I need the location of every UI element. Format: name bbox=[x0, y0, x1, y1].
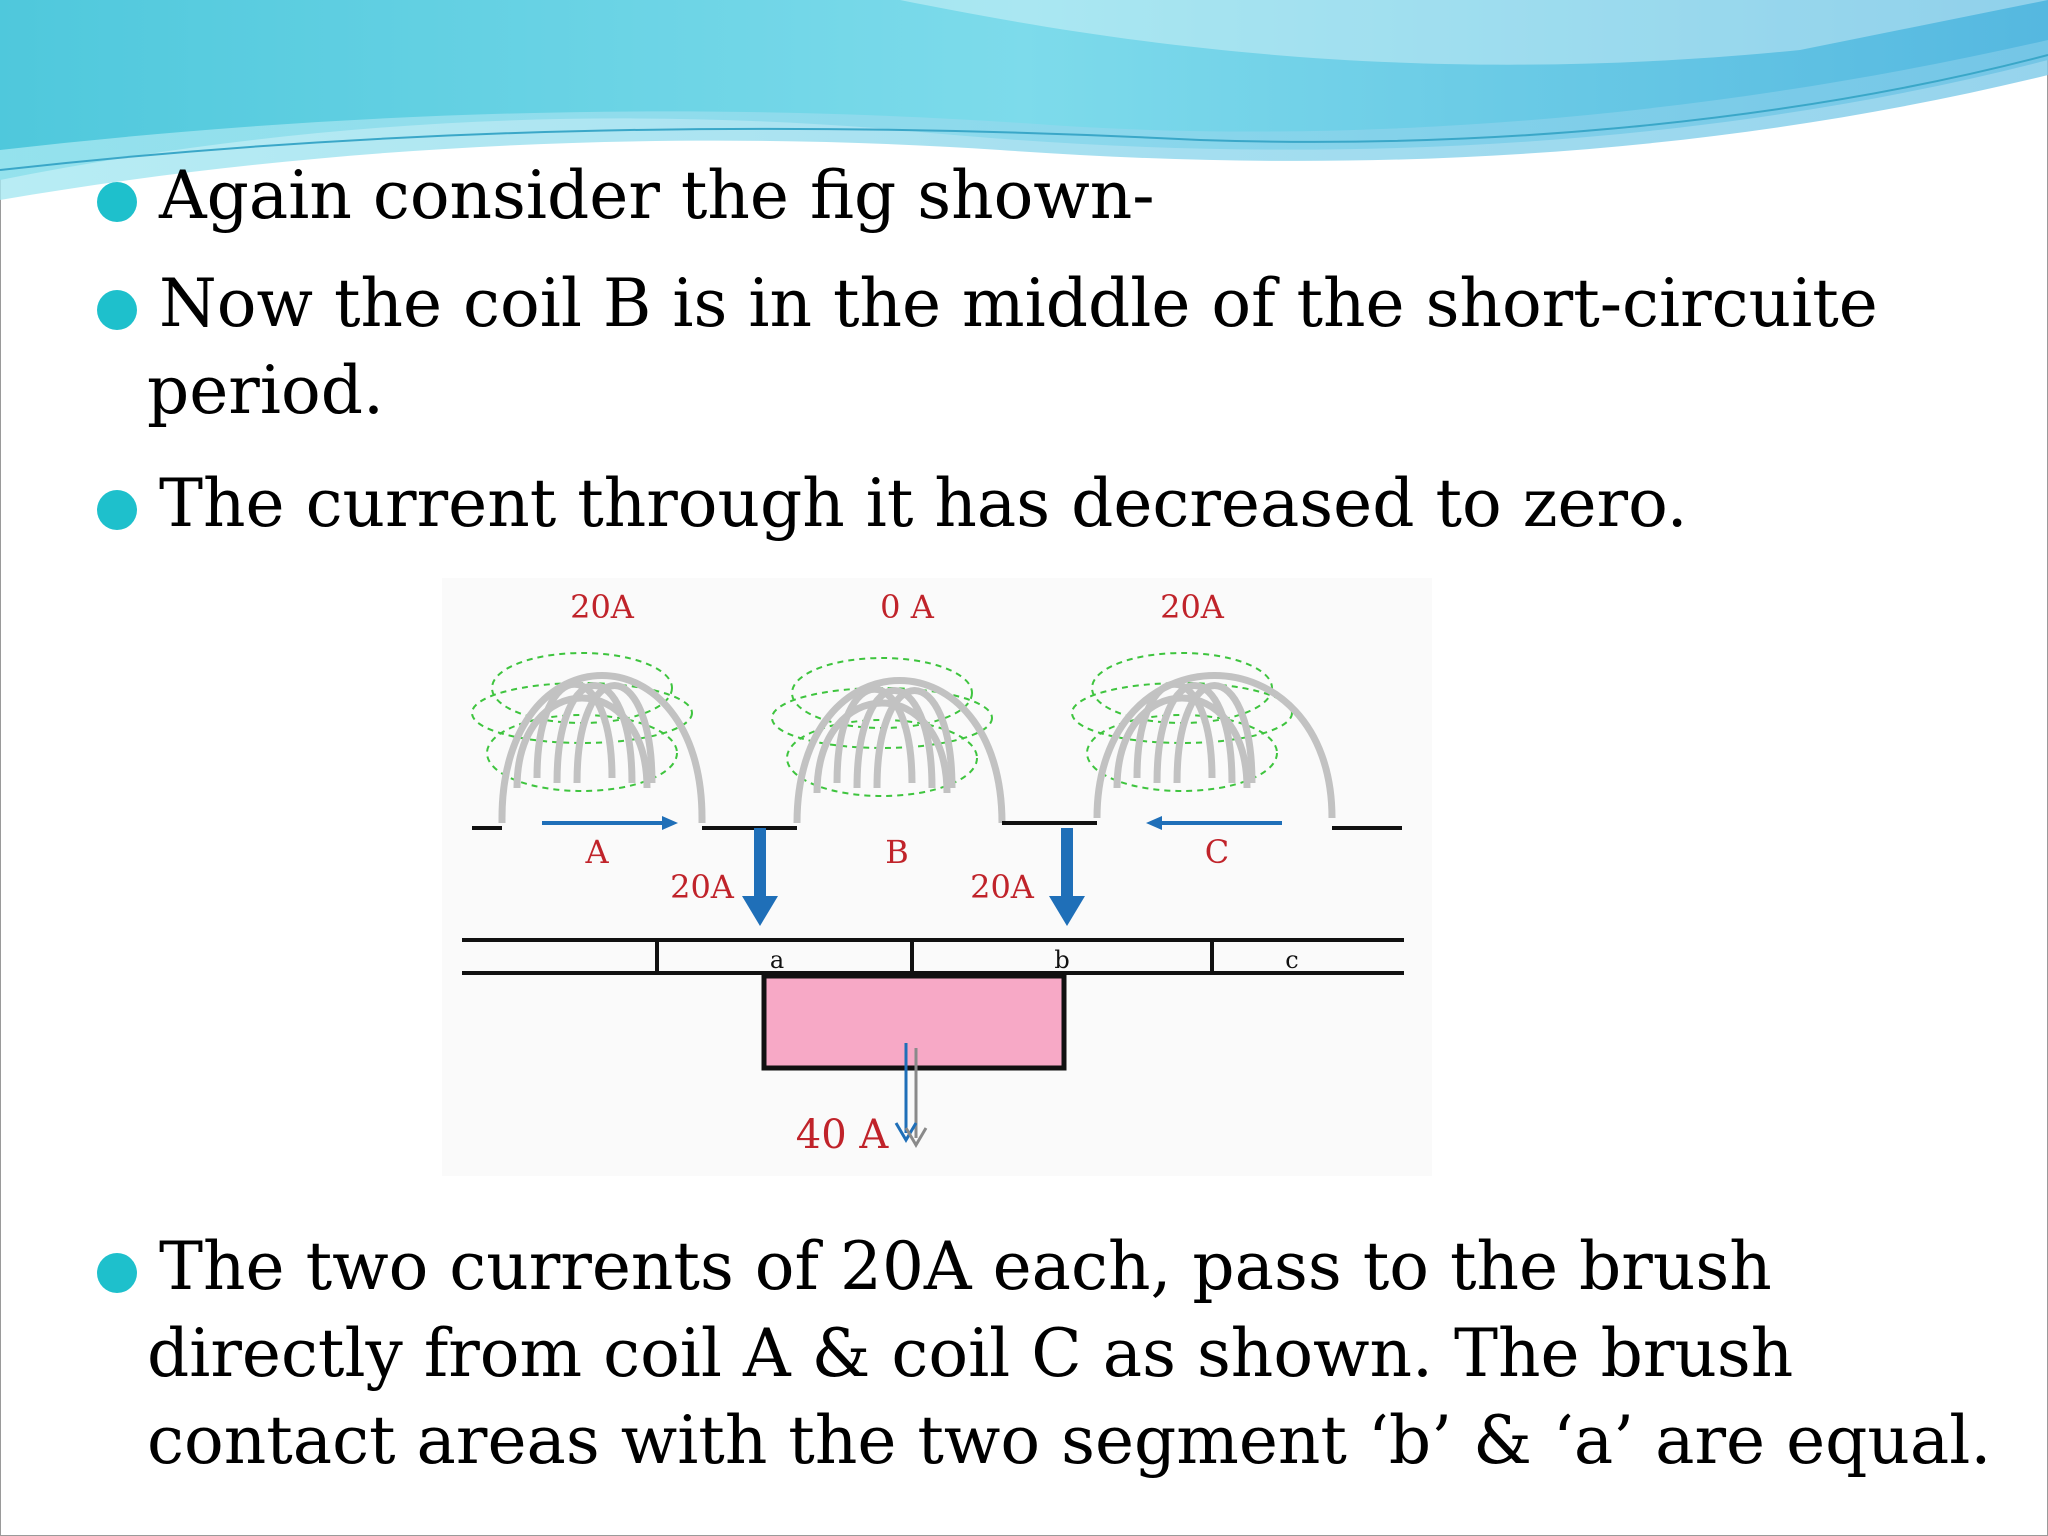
output-arrow-icon bbox=[894, 1043, 928, 1148]
coil-c-current: 20A bbox=[1160, 588, 1225, 626]
tap-arrow-icon bbox=[1049, 828, 1085, 926]
tap-current-label: 20A bbox=[670, 868, 735, 906]
bullet-text: Again consider the fig shown- bbox=[159, 157, 1155, 234]
commutation-figure: a b c 20A 0 A 20A A B C 20A 20A 40 A bbox=[442, 578, 1432, 1176]
coil-a bbox=[471, 652, 706, 823]
coil-c bbox=[1071, 652, 1336, 819]
coil-b bbox=[771, 657, 1006, 824]
bullet-dot-icon bbox=[97, 490, 137, 530]
coil-a-current: 20A bbox=[570, 588, 635, 626]
coil-b-current: 0 A bbox=[880, 588, 935, 626]
segment-label: b bbox=[1054, 946, 1069, 974]
tap-current-label: 20A bbox=[970, 868, 1035, 906]
coil-c-label: C bbox=[1205, 833, 1229, 871]
figure-background bbox=[442, 578, 1432, 1176]
coil-b-label: B bbox=[885, 833, 909, 871]
brush bbox=[761, 973, 1067, 1071]
arrow-left-icon bbox=[1146, 816, 1282, 830]
coil-a-label: A bbox=[584, 833, 609, 871]
bullet-text: The current through it has decreased to … bbox=[159, 465, 1688, 542]
bullet-dot-icon bbox=[97, 1253, 137, 1293]
brush-current-label: 40 A bbox=[796, 1112, 890, 1158]
coil-leads bbox=[472, 821, 1402, 830]
arrow-right-icon bbox=[542, 816, 678, 830]
header-wave-decoration bbox=[0, 0, 2048, 200]
bullet-dot-icon bbox=[97, 290, 137, 330]
bullet-dot-icon bbox=[97, 182, 137, 222]
bullet-text: Now the coil B is in the middle of the s… bbox=[147, 265, 1878, 429]
segment-label: a bbox=[770, 946, 784, 974]
commutator bbox=[462, 938, 1404, 975]
tap-arrow-icon bbox=[742, 828, 778, 926]
bullet-text: The two currents of 20A each, pass to th… bbox=[147, 1228, 1992, 1479]
coil-turns bbox=[498, 672, 706, 823]
segment-label: c bbox=[1285, 946, 1298, 974]
